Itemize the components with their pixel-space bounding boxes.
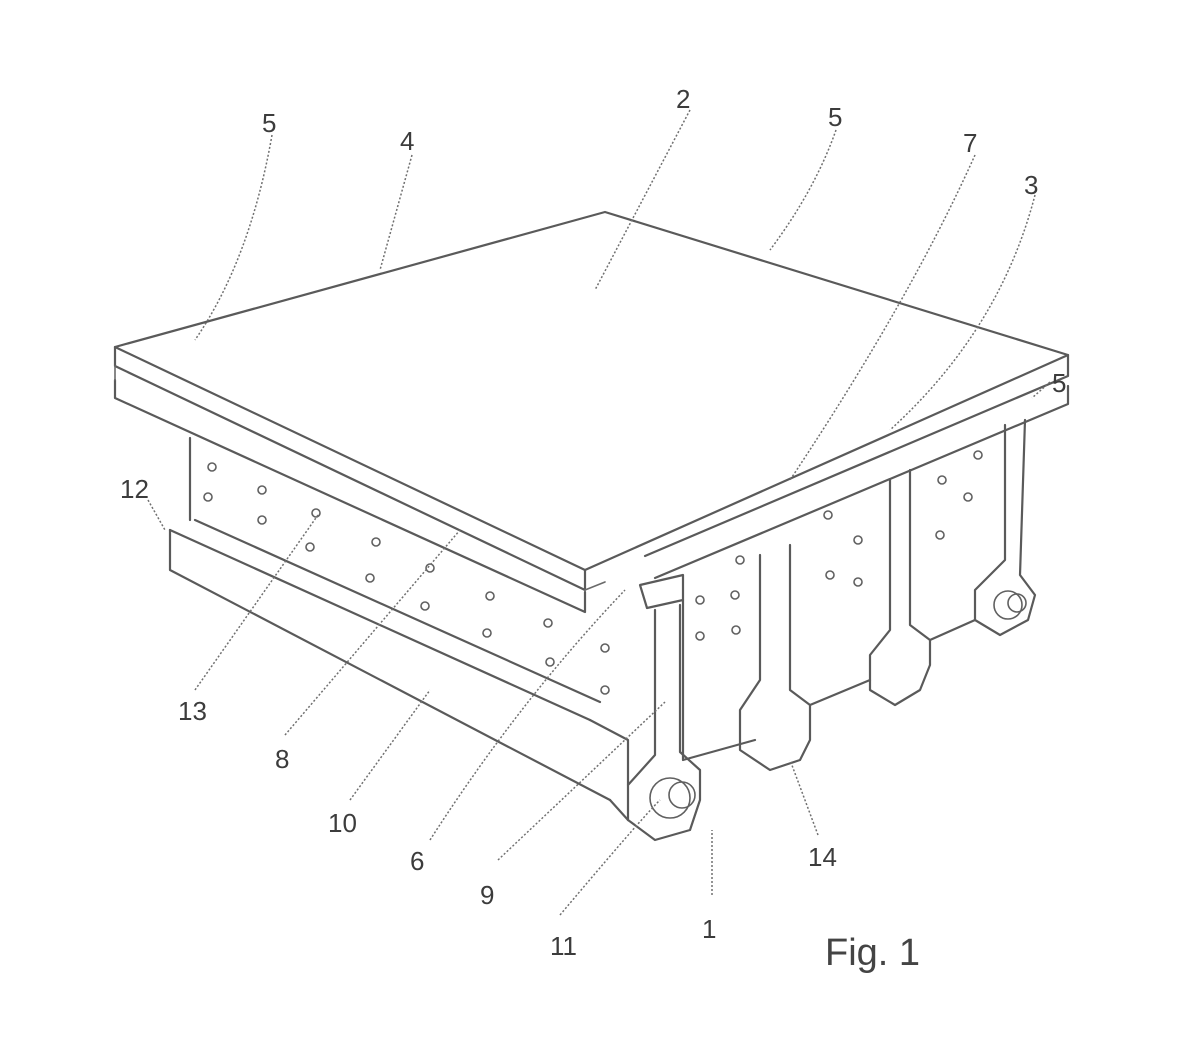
left-beam <box>170 438 610 800</box>
numeral-5-left: 5 <box>262 108 276 138</box>
numeral-1: 1 <box>702 914 716 944</box>
numeral-3: 3 <box>1024 170 1038 200</box>
rear-beams <box>683 420 1035 770</box>
numeral-9: 9 <box>480 880 494 910</box>
numeral-11: 11 <box>550 931 577 961</box>
numeral-8: 8 <box>275 744 289 774</box>
numeral-7: 7 <box>963 128 977 158</box>
numeral-4: 4 <box>400 126 414 156</box>
numeral-12: 12 <box>120 474 149 504</box>
numeral-13: 13 <box>178 696 207 726</box>
numeral-5-right: 5 <box>1052 368 1066 398</box>
figure-caption: Fig. 1 <box>825 932 920 974</box>
numeral-2: 2 <box>676 84 690 114</box>
numeral-10: 10 <box>328 808 357 838</box>
numeral-5-top: 5 <box>828 102 842 132</box>
numeral-14: 14 <box>808 842 837 872</box>
top-plate <box>115 212 1068 612</box>
numeral-6: 6 <box>410 846 424 876</box>
